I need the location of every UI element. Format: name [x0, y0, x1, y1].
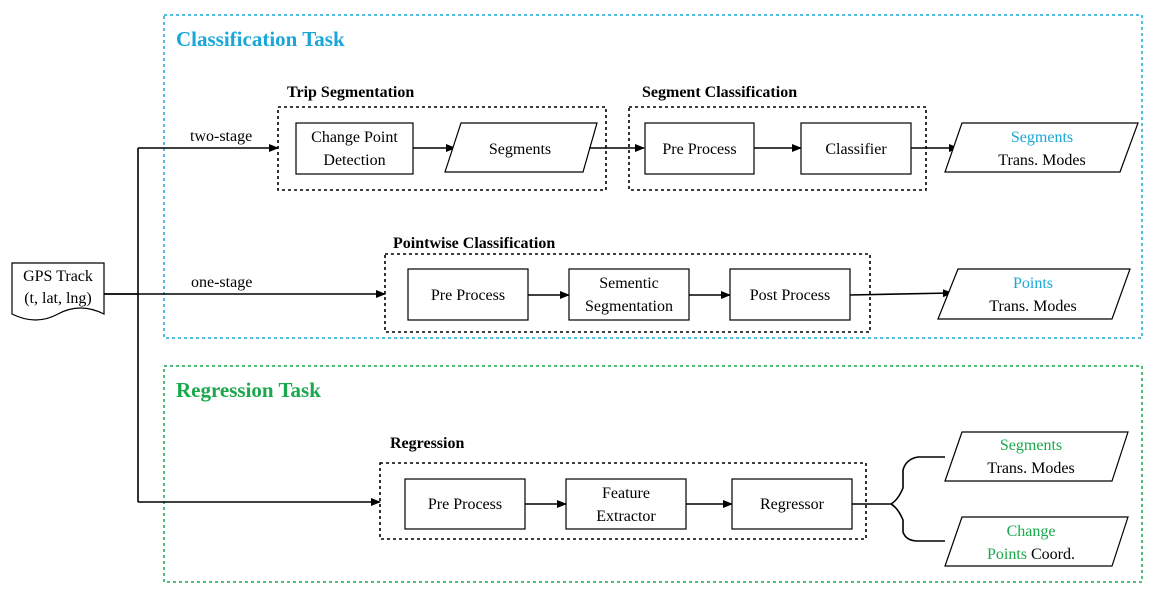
regression-output-segments: [944, 431, 1129, 482]
regression-group-title: Regression: [390, 435, 464, 452]
feature-extractor-label-2: Extractor: [596, 508, 656, 525]
gps-track-document: [11, 262, 105, 321]
regression-output-change-points: [944, 516, 1129, 567]
feature-extractor-box: [565, 478, 687, 530]
output-segments-modes: [944, 122, 1139, 173]
branch-connector: [104, 148, 139, 502]
output-points-modes: [937, 268, 1131, 320]
pre-process-label: Pre Process: [662, 141, 736, 158]
output-points-modes-label: Trans. Modes: [989, 298, 1076, 315]
regression-task-frame: [163, 365, 1143, 583]
one-stage-label: one-stage: [191, 274, 252, 291]
classification-task-frame: [163, 14, 1143, 339]
regressor-box: [731, 478, 853, 530]
gps-track-fields: (t, lat, lng): [24, 290, 92, 307]
segments-parallelogram: [444, 122, 598, 173]
output-segments-label: Segments: [1011, 129, 1073, 146]
regression-task-title: Regression Task: [176, 378, 321, 402]
regression-pre-process-box: [404, 478, 526, 530]
classification-task-title: Classification Task: [176, 27, 345, 51]
regression-output-fork: [852, 456, 945, 542]
coord-word: Coord.: [1027, 546, 1075, 563]
semantic-segmentation-label-2: Segmentation: [585, 298, 673, 315]
regression-pre-process-label: Pre Process: [428, 496, 502, 513]
regression-group: [379, 462, 867, 540]
regression-output-coord-label: Points Coord.: [987, 546, 1075, 563]
pointwise-pre-process-label: Pre Process: [431, 287, 505, 304]
output-segments-modes-label: Trans. Modes: [998, 152, 1085, 169]
classifier-box: [800, 122, 912, 175]
change-point-label-2: Detection: [323, 152, 385, 169]
two-stage-label: two-stage: [190, 128, 252, 145]
semantic-segmentation-label-1: Sementic: [599, 275, 659, 292]
change-points-word: Points: [987, 546, 1027, 563]
segment-classification-title: Segment Classification: [642, 84, 797, 101]
gps-track-label: GPS Track: [23, 268, 93, 285]
regression-output-segments-label: Segments: [1000, 437, 1062, 454]
classifier-label: Classifier: [825, 141, 887, 158]
change-point-detection-box: [295, 122, 414, 175]
arrow-post-process-to-output: [849, 289, 953, 298]
change-point-label-1: Change Point: [311, 129, 398, 146]
trip-segmentation-group: [277, 106, 607, 191]
regression-output-change-label: Change: [1007, 523, 1056, 540]
regression-output-modes-label: Trans. Modes: [987, 460, 1074, 477]
feature-extractor-label-1: Feature: [602, 485, 650, 502]
pointwise-classification-group: [384, 253, 871, 333]
segments-label: Segments: [489, 141, 551, 158]
pointwise-pre-process-box: [407, 268, 529, 321]
pointwise-classification-title: Pointwise Classification: [393, 235, 555, 252]
semantic-segmentation-box: [568, 268, 690, 321]
post-process-label: Post Process: [750, 287, 830, 304]
regressor-label: Regressor: [760, 496, 825, 513]
trip-segmentation-title: Trip Segmentation: [287, 84, 414, 101]
output-points-label: Points: [1013, 275, 1053, 292]
